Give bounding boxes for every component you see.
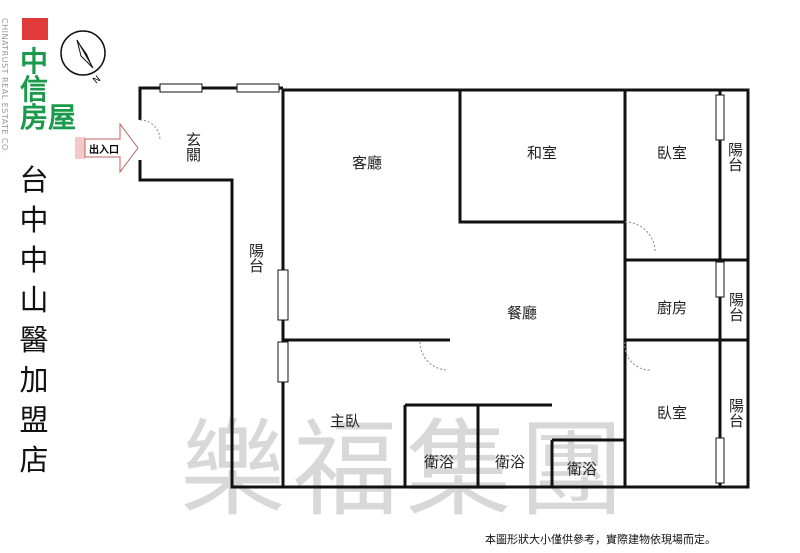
- logo-char: 屋: [48, 101, 77, 134]
- logo-char: 房: [20, 101, 49, 134]
- compass-label: N: [92, 74, 104, 86]
- entrance-label: 出入口: [89, 143, 119, 156]
- walls: [138, 86, 750, 489]
- room-kitchen: 廚房: [657, 299, 687, 317]
- compass-icon: N: [60, 30, 106, 86]
- room-bedroom1: 臥室: [657, 144, 687, 162]
- room-bath3: 衛浴: [567, 460, 597, 478]
- windows: [159, 83, 725, 484]
- room-bedroom2: 臥室: [657, 404, 687, 422]
- room-balcony2: 陽台: [727, 292, 745, 322]
- disclaimer-note: 本圖形狀大小僅供參考，實際建物依現場而定。: [485, 533, 716, 546]
- room-bath2: 衛浴: [495, 453, 525, 471]
- entrance-arrow-icon: 出入口: [75, 122, 139, 174]
- room-tatami: 和室: [527, 144, 557, 162]
- room-bath1: 衛浴: [424, 453, 454, 471]
- room-balcony-left: 陽台: [247, 243, 265, 273]
- room-balcony3: 陽台: [727, 398, 745, 428]
- logo-char: 中: [20, 45, 49, 78]
- room-living: 客廳: [352, 154, 382, 172]
- logo-char: 信: [20, 73, 49, 106]
- room-balcony1: 陽台: [726, 142, 744, 172]
- room-master: 主臥: [330, 412, 360, 430]
- watermark: 樂福集團: [180, 409, 633, 531]
- store-name: 台中中山醫加盟店: [19, 163, 49, 477]
- logo: 中 信 房屋: [20, 48, 76, 132]
- room-foyer: 玄關: [184, 132, 202, 162]
- logo-english: CHINATRUST REAL ESTATE CO.: [0, 18, 9, 154]
- doors: [139, 119, 656, 371]
- logo-mark: [22, 18, 48, 40]
- room-dining: 餐廳: [507, 304, 537, 322]
